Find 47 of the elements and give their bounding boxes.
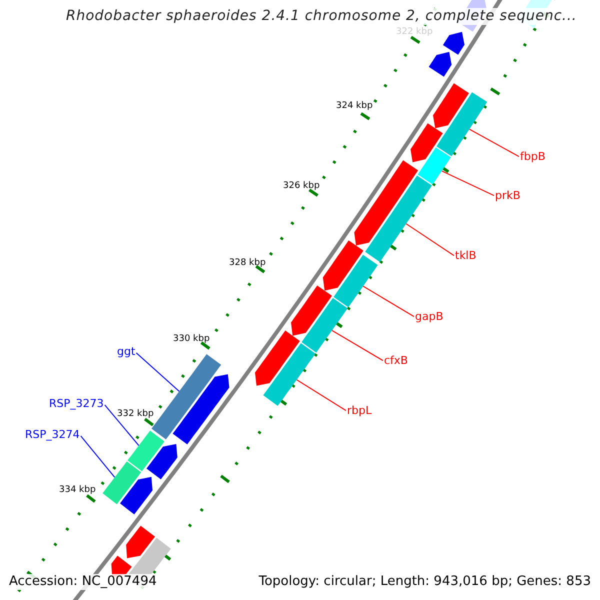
tick-label: 324 kbp	[336, 101, 373, 112]
leader-line	[331, 330, 384, 362]
gene-block	[428, 52, 452, 77]
gene-block	[418, 147, 451, 184]
gene-block	[442, 32, 464, 55]
tick-label: 330 kbp	[173, 334, 210, 345]
gene-block	[410, 123, 443, 162]
accession-text: Accession: NC_007494	[9, 574, 157, 590]
gene-label: ggt	[117, 345, 136, 358]
gene-label: RSP_3273	[49, 397, 104, 410]
gene-block	[102, 461, 142, 504]
gene-block	[302, 298, 348, 353]
gene-label: gapB	[415, 310, 444, 324]
leader-line	[80, 435, 116, 478]
tick-label: 334 kbp	[59, 485, 96, 496]
gene-block	[120, 476, 152, 514]
leader-line	[296, 379, 346, 412]
gene-block	[365, 176, 432, 262]
gene-block	[354, 160, 418, 246]
gene-block	[322, 240, 364, 291]
gene-label: cfxB	[384, 354, 408, 368]
gene-block	[334, 254, 378, 308]
gene-block	[146, 444, 178, 480]
leader-line	[104, 404, 140, 446]
gene-label: rbpL	[347, 404, 372, 418]
gene-block	[255, 330, 300, 386]
leader-line	[468, 128, 520, 158]
gene-block	[436, 92, 488, 156]
leader-line	[362, 286, 414, 318]
title: Rhodobacter sphaeroides 2.4.1 chromosome 2, complete sequenc...	[66, 8, 577, 25]
gene-block	[152, 354, 222, 440]
gene-label: fbpB	[520, 150, 546, 164]
summary-text: Topology: circular; Length: 943,016 bp; Genes: 853	[258, 574, 591, 590]
gene-block	[291, 286, 332, 336]
gene-block	[172, 374, 230, 444]
leader-line	[441, 170, 494, 196]
gene-label: tklB	[455, 249, 476, 262]
tick-label: 332 kbp	[117, 409, 154, 420]
gene-block	[126, 526, 155, 558]
gene-block	[263, 343, 316, 406]
gene-block	[433, 83, 469, 128]
tick-label: 326 kbp	[283, 181, 320, 192]
gene-label: RSP_3274	[25, 428, 80, 442]
gene-block	[128, 430, 164, 472]
gene-label: prkB	[495, 189, 520, 202]
tick-label: 328 kbp	[229, 258, 266, 269]
leader-line	[406, 223, 454, 256]
